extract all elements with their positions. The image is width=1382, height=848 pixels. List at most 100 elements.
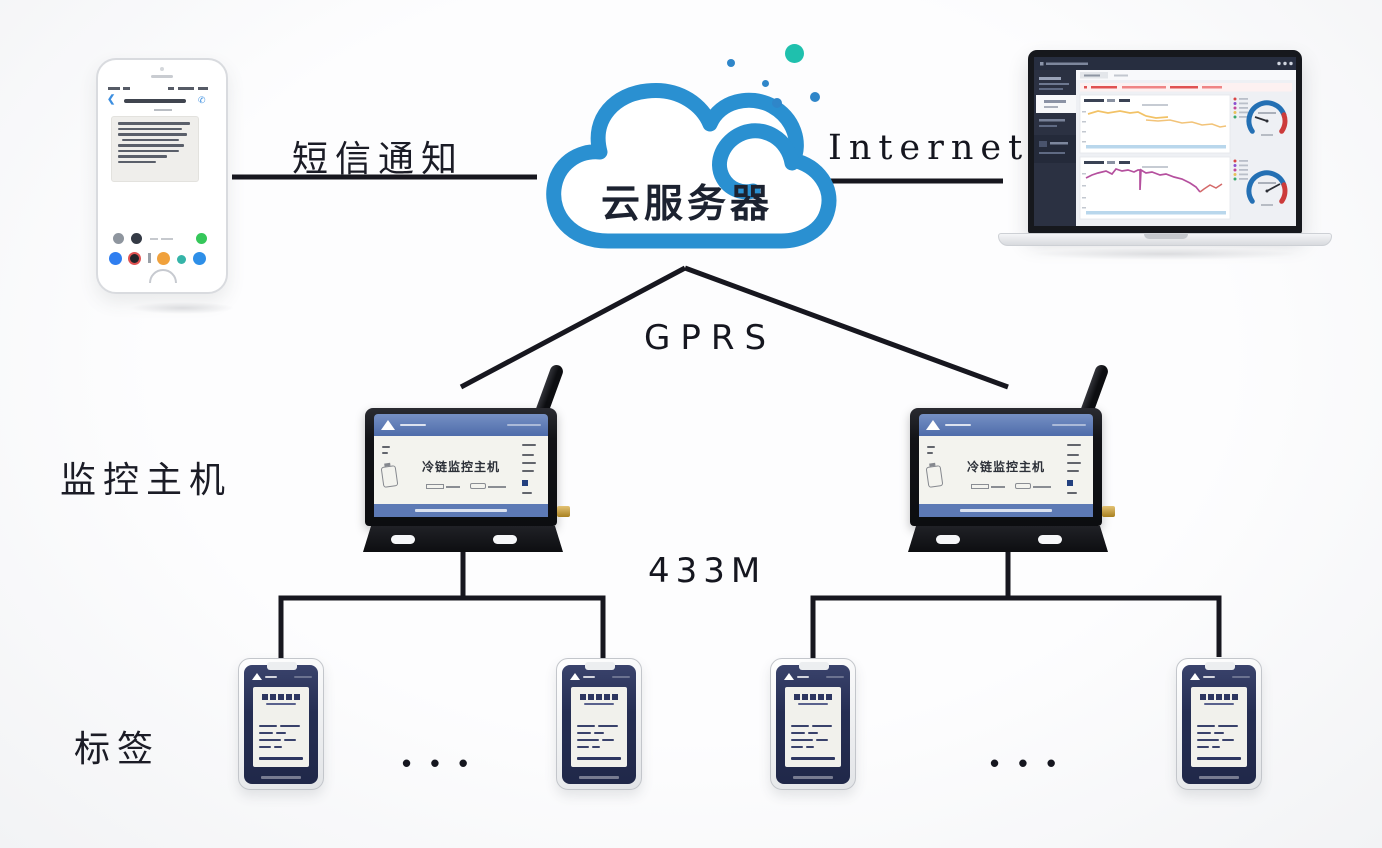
host-body: 冷链监控主机 [365,408,570,526]
tag-brand-logo [570,673,595,680]
sms-timestamp-line [154,109,172,111]
panel-mark [382,446,390,448]
host-top-band [919,414,1093,436]
mounting-flange [363,526,563,552]
tag-notch [585,662,615,670]
host-device-left: 冷链监控主机 [363,363,570,564]
ellipsis-left: • • • [402,748,474,778]
connector-doodle [426,484,444,489]
app-icon [128,252,141,265]
dashboard-sidebar [1034,70,1076,226]
tag-notch [267,662,297,670]
hosts-row-label: 监控主机 [60,459,233,500]
app-icon [177,255,186,264]
laptop [998,50,1332,252]
host-body: 冷链监控主机 [910,408,1115,526]
mounting-hole [391,535,415,544]
model-text-line [507,423,541,427]
tag-footer-line [579,776,619,779]
brand-text-line [945,423,971,427]
accent-dot-blue [772,98,782,108]
indicator-row [522,492,532,494]
connector-doodle [488,486,506,488]
tag-face [244,665,318,784]
panel-mark [927,446,935,448]
host-panel-title: 冷链监控主机 [421,460,500,474]
connector-doodle [470,483,486,489]
indicator-led [1067,480,1073,486]
tag-device [770,658,856,790]
indicator-row [522,462,536,464]
accent-dot-teal [785,44,804,63]
host-bottom-band [374,504,548,517]
cloud-server-label: 云服务器 [601,183,774,226]
brand-logo-icon [381,420,395,430]
tag-model-line [612,676,630,678]
chart-panel-bottom [1079,156,1231,220]
accent-dot-blue [727,59,735,67]
phone-home-button [149,269,177,283]
right-tree-branch [810,595,1222,661]
phone-status-bar [198,87,208,90]
tag-title-glyphs [262,694,300,700]
tag-notch [799,662,829,670]
phone-dock-text [150,238,158,240]
gauge-top [1246,100,1288,136]
sms-message-bubble [111,116,199,182]
panel-mark [382,452,388,454]
left-tree-branch [278,595,606,661]
phone-call-icon: ✆ [198,95,206,105]
app-icon [131,233,142,244]
rf-link-label: 433M [648,551,767,591]
app-icon [113,233,124,244]
indicator-row [522,454,534,456]
connector-doodle [971,484,989,489]
tag-footer-line [793,776,833,779]
app-icon [148,253,151,263]
dashboard-titlebar [1034,57,1296,70]
tag-notch [1205,662,1235,670]
tag-footer-line [1199,776,1239,779]
tag-label [253,687,309,767]
sma-connector [1102,506,1115,517]
indicator-row [522,444,536,446]
gprs-line-left [459,265,687,390]
tag-model-line [1232,676,1250,678]
model-text-line [1052,423,1086,427]
phone-dock-text [161,238,173,240]
host-device-right: 冷链监控主机 [908,363,1115,564]
phone-status-bar [168,87,174,90]
mounting-flange [908,526,1108,552]
sma-connector [557,506,570,517]
tag-model-line [826,676,844,678]
smartphone: ❮ ✆ [96,58,228,294]
indicator-row [1067,492,1077,494]
tag-label [1191,687,1247,767]
dashboard-ui [1034,57,1296,226]
company-text-line [415,509,507,512]
phone-camera-dot [160,67,164,71]
indicator-row [1067,470,1079,472]
chart-panel-top [1079,94,1231,154]
mounting-hole [936,535,960,544]
sms-link-label: 短信通知 [292,138,465,179]
connector-doodle [1015,483,1031,489]
tag-brand-logo [784,673,809,680]
tag-title-glyphs [580,694,618,700]
tag-title-glyphs [1200,694,1238,700]
laptop-shadow [1030,248,1300,260]
internet-link-label: Internet [828,128,1030,168]
dashboard-alert-bar [1080,83,1292,92]
tag-face [562,665,636,784]
tag-device [238,658,324,790]
gauge-bottom [1246,170,1288,206]
phone-status-bar [123,87,130,90]
ellipsis-right: • • • [990,748,1062,778]
indicator-row [1067,444,1081,446]
app-icon [109,252,122,265]
tag-brand-logo [1190,673,1215,680]
tag-model-line [294,676,312,678]
tags-row-label: 标签 [74,728,161,769]
